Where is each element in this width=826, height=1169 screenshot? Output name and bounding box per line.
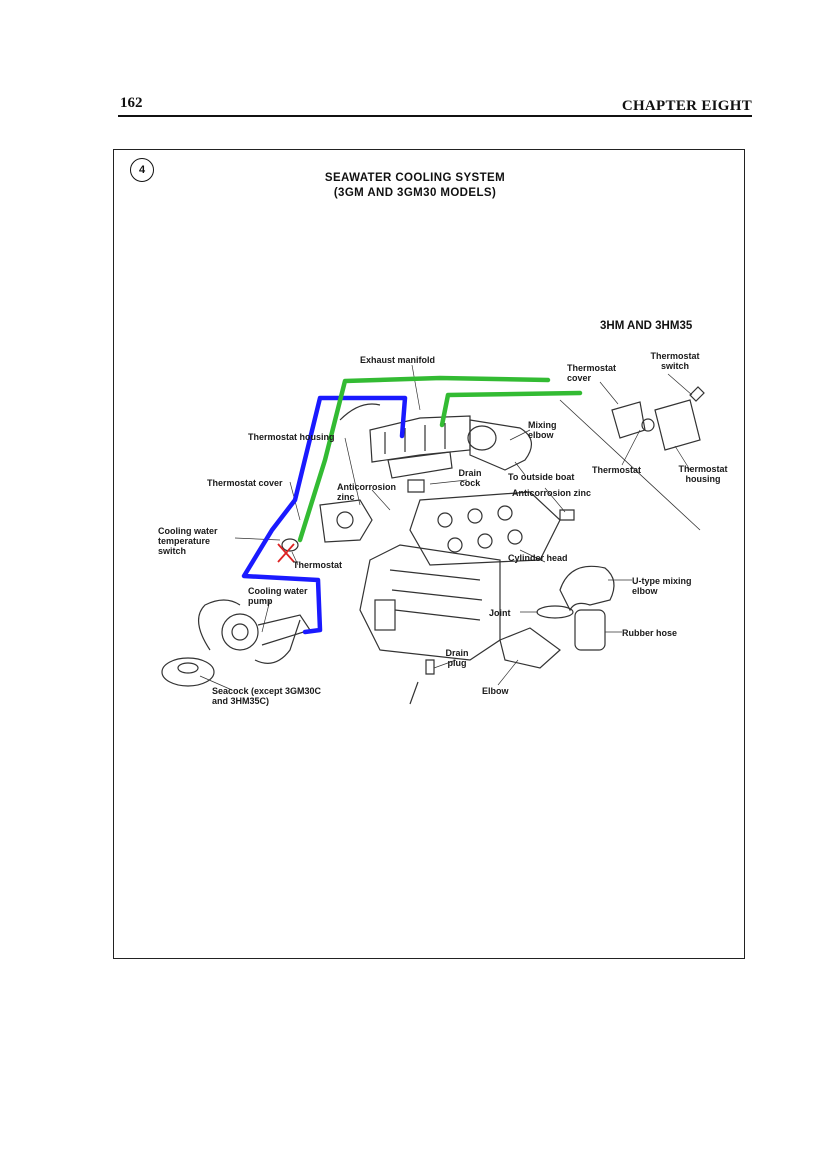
header-rule <box>118 115 752 117</box>
hm-thermostat-drawing <box>641 418 655 432</box>
label-joint: Joint <box>489 608 511 618</box>
hm-thermostat-housing-drawing <box>654 399 701 451</box>
pump-outlet-hose <box>254 619 301 664</box>
label-elbow: Elbow <box>482 686 509 696</box>
label-thermostat: Thermostat <box>293 560 343 570</box>
label-anticorrosion-zinc: Anticorrosion zinc <box>337 482 397 502</box>
label-cooling-water-pump: Cooling water pump <box>248 586 308 606</box>
page-number: 162 <box>120 95 143 111</box>
blue-path-annotation <box>241 395 408 635</box>
label-cooling-water-temperature-switch: Cooling water temperature switch <box>158 526 218 556</box>
label-mixing-elbow: Mixing elbow <box>528 420 557 440</box>
engine-block-drawing <box>359 544 501 661</box>
label-anticorrosion-zinc-right: Anticorrosion zinc <box>512 488 592 498</box>
exhaust-pipe-drawing <box>339 403 381 421</box>
figure-number-badge: 4 <box>130 158 154 182</box>
label-3hm-thermostat-housing: Thermostat housing <box>678 464 728 484</box>
seacock-drawing <box>161 657 215 687</box>
label-to-outside-boat: To outside boat <box>508 472 575 482</box>
rubber-hose-drawing <box>574 609 606 651</box>
label-rubber-hose: Rubber hose <box>622 628 678 638</box>
figure-title-line2: (3GM AND 3GM30 MODELS) <box>333 187 497 199</box>
exhaust-gasket-drawing <box>387 451 453 479</box>
label-3hm-thermostat-switch: Thermostat switch <box>650 351 700 371</box>
cylinder-head-drawing <box>409 491 561 566</box>
pump-inlet-hose <box>198 599 241 651</box>
label-cylinder-head: Cylinder head <box>508 553 568 563</box>
joint-drawing <box>536 605 574 619</box>
drain-cock-drawing <box>407 479 425 493</box>
drain-plug-drawing <box>409 659 435 705</box>
hm-thermostat-cover-drawing <box>611 401 646 439</box>
thermostat-housing-drawing <box>319 499 373 543</box>
chapter-title: CHAPTER EIGHT <box>621 98 752 114</box>
green-path-annotation <box>297 375 583 543</box>
label-3hm-thermostat: Thermostat <box>592 465 642 475</box>
label-drain-plug: Drain plug <box>445 648 469 668</box>
u-type-mixing-elbow-drawing <box>559 565 615 612</box>
elbow-drawing <box>499 627 561 669</box>
figure-frame <box>113 149 745 959</box>
label-drain-cock: Drain cock <box>458 468 482 488</box>
mixing-elbow-drawing <box>469 419 532 471</box>
label-seacock: Seacock (except 3GM30C and 3HM35C) <box>212 686 322 706</box>
label-3hm-thermostat-cover: Thermostat cover <box>567 363 617 383</box>
figure-subtitle-3hm: 3HM AND 3HM35 <box>600 320 693 332</box>
cross-mark-annotation <box>277 543 295 563</box>
label-exhaust-manifold: Exhaust manifold <box>360 355 436 365</box>
anticorrosion-zinc-drawing <box>559 509 575 521</box>
figure-title-line1: SEAWATER COOLING SYSTEM <box>324 172 506 184</box>
thermostat-drawing <box>281 538 299 552</box>
cooling-water-pump-drawing <box>221 613 259 651</box>
label-thermostat-cover: Thermostat cover <box>207 478 283 488</box>
label-u-type-mixing-elbow: U-type mixing elbow <box>632 576 692 596</box>
hm-thermostat-switch-drawing <box>689 386 705 402</box>
label-thermostat-housing: Thermostat housing <box>248 432 335 442</box>
